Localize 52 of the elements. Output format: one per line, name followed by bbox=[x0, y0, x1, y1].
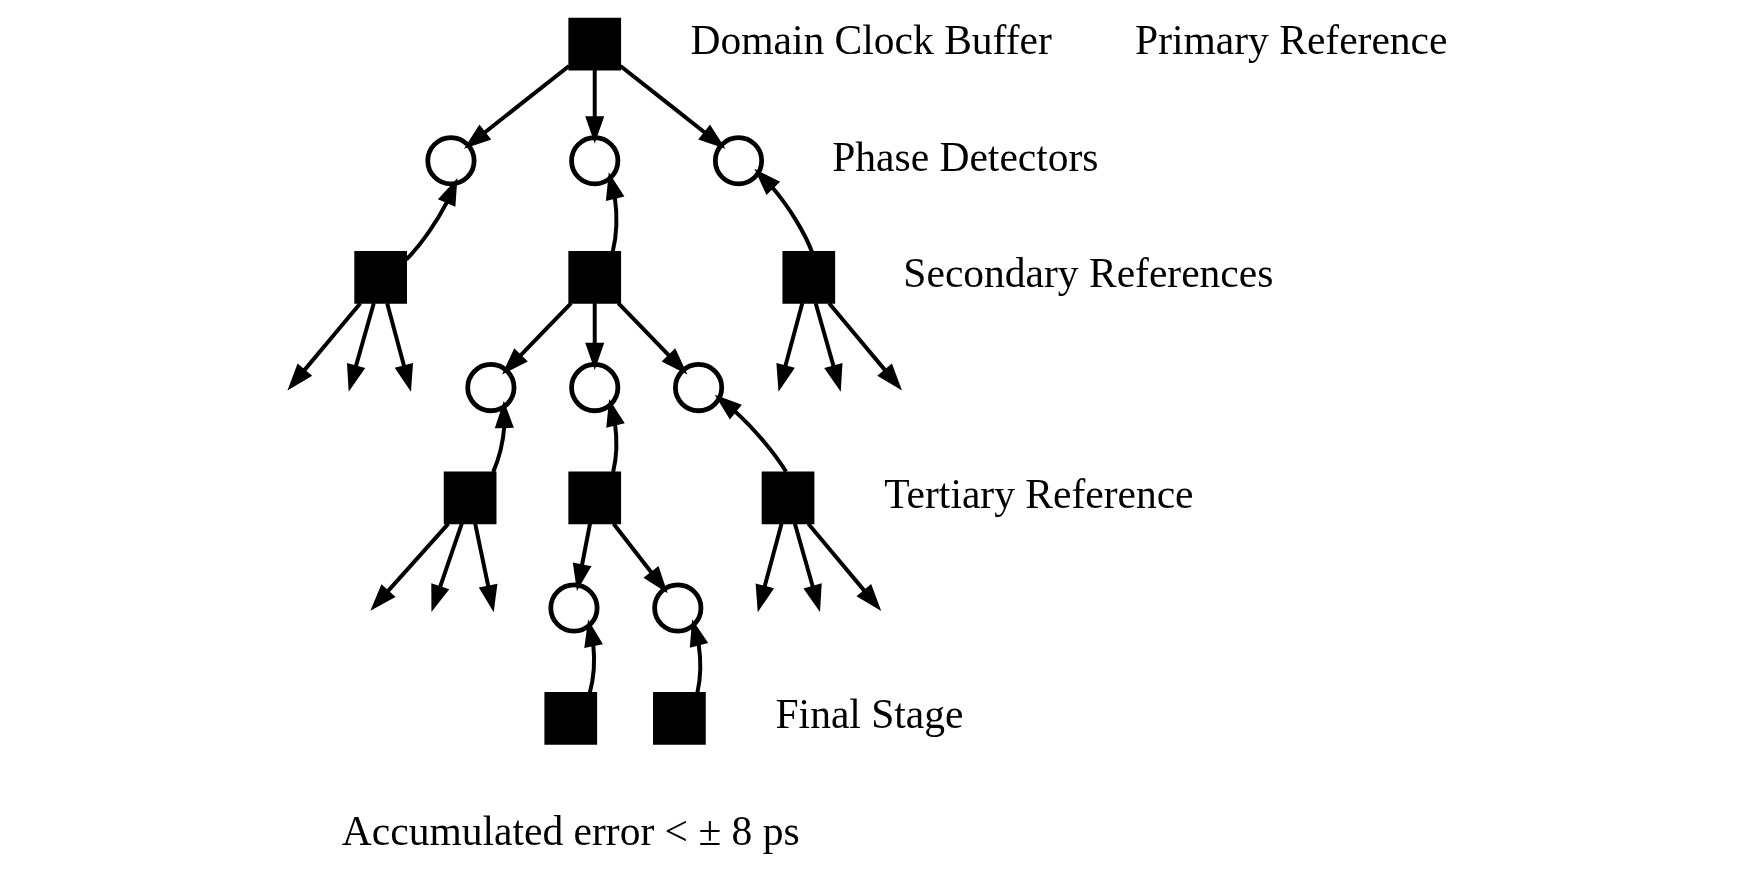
node-box bbox=[782, 251, 836, 304]
node-box bbox=[568, 471, 622, 525]
arrow bbox=[689, 619, 709, 694]
node-box bbox=[544, 691, 598, 745]
arrow bbox=[491, 400, 514, 473]
node-box bbox=[568, 17, 622, 71]
arrow bbox=[605, 172, 625, 252]
arrow bbox=[714, 394, 788, 473]
arrow bbox=[346, 302, 376, 392]
node-box bbox=[443, 471, 497, 525]
arrow bbox=[585, 303, 605, 370]
arrow bbox=[606, 399, 625, 473]
node-circle bbox=[652, 582, 704, 634]
arrow bbox=[572, 523, 592, 592]
label: Accumulated error < ± 8 ps bbox=[341, 807, 800, 854]
node-circle bbox=[673, 362, 725, 414]
arrow bbox=[404, 178, 458, 262]
arrow bbox=[473, 523, 498, 613]
node-box bbox=[568, 251, 622, 304]
node-circle bbox=[712, 135, 765, 187]
node-circle bbox=[569, 362, 621, 414]
arrow bbox=[793, 523, 822, 613]
arrow bbox=[612, 522, 668, 594]
arrow bbox=[370, 522, 450, 611]
arrow bbox=[776, 302, 805, 392]
arrow bbox=[806, 522, 882, 611]
arrow bbox=[813, 302, 843, 392]
label: Tertiary Reference bbox=[884, 470, 1194, 517]
arrow bbox=[287, 301, 362, 391]
label: Phase Detectors bbox=[832, 133, 1099, 180]
arrow bbox=[584, 619, 603, 693]
label: Secondary References bbox=[903, 250, 1274, 297]
arrow bbox=[502, 301, 573, 375]
label: Final Stage bbox=[775, 691, 964, 738]
arrow bbox=[385, 302, 414, 392]
node-circle bbox=[425, 135, 477, 187]
arrow bbox=[619, 64, 726, 149]
node-circle bbox=[569, 135, 621, 187]
node-box bbox=[354, 251, 407, 304]
node-circle bbox=[465, 362, 517, 414]
arrow bbox=[463, 64, 571, 149]
arrow bbox=[755, 523, 784, 613]
node-box bbox=[761, 471, 815, 525]
label: Primary Reference bbox=[1135, 17, 1448, 64]
label: Domain Clock Buffer bbox=[690, 17, 1052, 64]
arrow bbox=[431, 523, 464, 612]
arrow bbox=[754, 168, 814, 253]
node-box bbox=[653, 691, 706, 745]
arrow bbox=[616, 301, 688, 375]
arrow bbox=[827, 301, 902, 391]
node-circle bbox=[548, 582, 600, 634]
arrow bbox=[585, 69, 605, 144]
